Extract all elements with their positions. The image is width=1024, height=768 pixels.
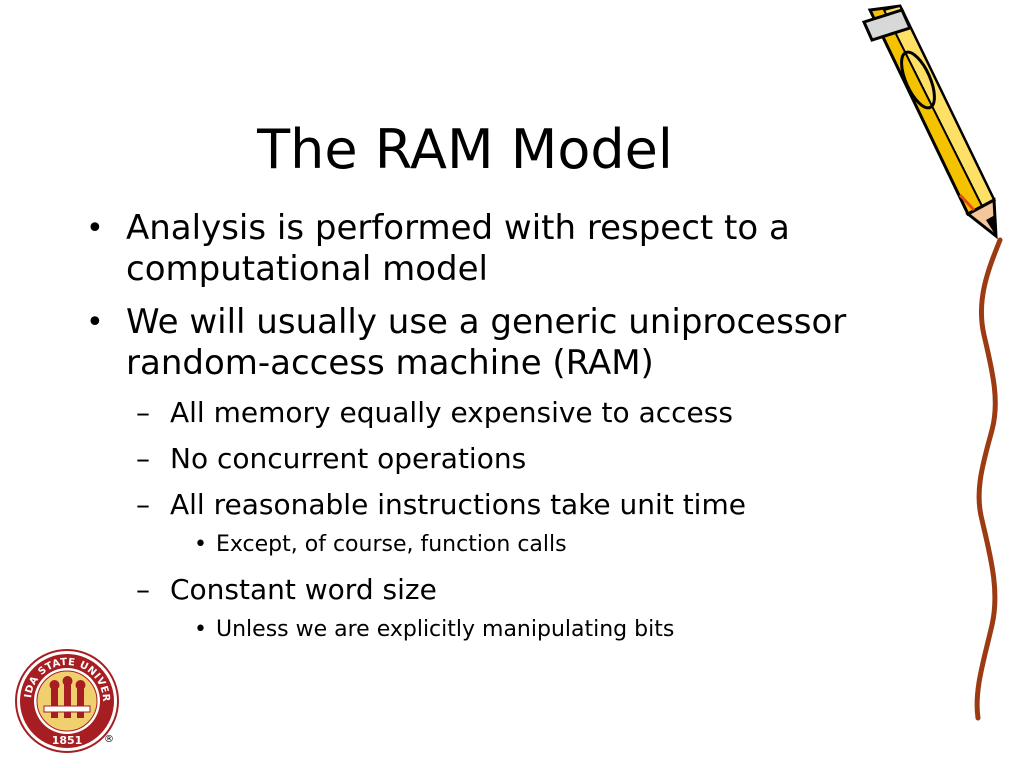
bullet-text: Analysis is performed with respect to a …: [126, 208, 790, 289]
pencil-icon: [861, 4, 1003, 721]
bullet-marker: •: [194, 617, 207, 642]
sub-bullet-text: Constant word size: [170, 573, 437, 606]
bullet-text: We will usually use a generic uniprocess…: [126, 302, 847, 383]
sub-bullet-item: – No concurrent operations: [86, 442, 926, 476]
sub-sub-bullet-text: Except, of course, function calls: [216, 532, 567, 557]
dash-marker: –: [136, 488, 150, 521]
sub-bullet-item: – All reasonable instructions take unit …: [86, 488, 926, 522]
bullet-marker: •: [86, 305, 104, 340]
bullet-item: • We will usually use a generic uniproce…: [86, 302, 926, 384]
bullet-list: • Analysis is performed with respect to …: [86, 208, 926, 658]
sub-bullet-text: No concurrent operations: [170, 442, 527, 475]
squiggle-line: [974, 237, 1003, 721]
sub-bullet-text: All reasonable instructions take unit ti…: [170, 488, 746, 521]
bullet-item: • Analysis is performed with respect to …: [86, 208, 926, 290]
dash-marker: –: [136, 442, 150, 475]
sub-sub-bullet-item: • Unless we are explicitly manipulating …: [86, 616, 926, 643]
seal-year: 1851: [52, 734, 83, 747]
bullet-marker: •: [86, 211, 104, 246]
slide-title: The RAM Model: [257, 118, 673, 181]
sub-bullet-item: – Constant word size: [86, 573, 926, 607]
sub-sub-bullet-text: Unless we are explicitly manipulating bi…: [216, 617, 675, 642]
pencil-body: [861, 4, 998, 240]
sub-bullet-text: All memory equally expensive to access: [170, 396, 733, 429]
dash-marker: –: [136, 573, 150, 606]
dash-marker: –: [136, 396, 150, 429]
bullet-marker: •: [194, 532, 207, 557]
sub-bullet-item: – All memory equally expensive to access: [86, 396, 926, 430]
torch-icon: [43, 676, 91, 718]
registered-mark: ®: [104, 734, 114, 745]
university-seal-logo: FLORIDA STATE UNIVERSITY 1851: [14, 648, 119, 753]
sub-sub-bullet-item: • Except, of course, function calls: [86, 531, 926, 558]
